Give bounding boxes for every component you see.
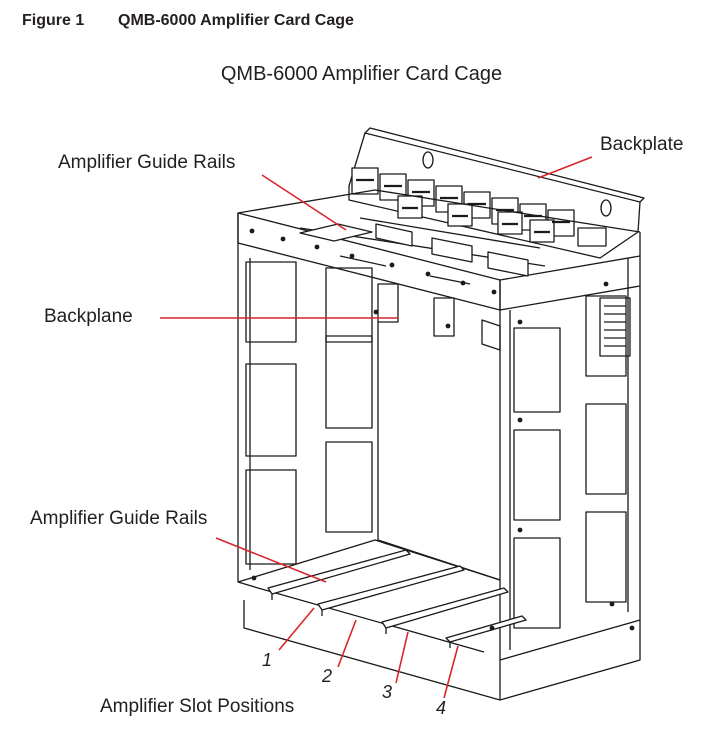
right-side-panel [481, 232, 641, 661]
leader-backplate [537, 156, 593, 179]
backplane-connectors [377, 283, 631, 357]
label-backplane: Backplane [44, 306, 133, 327]
slot-number-1: 1 [262, 650, 273, 670]
screws [249, 228, 635, 631]
leader-lines [160, 156, 593, 699]
leader-slot-4 [443, 645, 459, 699]
backplate-panel [348, 127, 645, 259]
label-bottom-guide-rails: Amplifier Guide Rails [30, 508, 208, 529]
slot-number-2: 2 [322, 666, 333, 686]
label-slot-positions: Amplifier Slot Positions [100, 696, 295, 717]
leader-slot-3 [395, 631, 409, 684]
base-frame [237, 539, 641, 701]
leader-slot-2 [337, 619, 357, 668]
label-top-guide-rails: Amplifier Guide Rails [58, 152, 236, 173]
slot-number-4: 4 [436, 698, 447, 718]
back-wall [377, 322, 501, 581]
figure-caption: Figure 1 QMB-6000 Amplifier Card Cage [22, 12, 354, 30]
leader-top-guide-rails [261, 174, 347, 231]
bottom-guide-rails [267, 549, 527, 648]
top-guide-rails [299, 223, 529, 285]
leader-bottom-guide-rails [215, 537, 327, 583]
leader-slot-1 [278, 607, 315, 651]
slot-number-3: 3 [382, 682, 393, 702]
figure-title: QMB-6000 Amplifier Card Cage [118, 12, 354, 29]
diagram-title: QMB-6000 Amplifier Card Cage [220, 63, 503, 85]
figure-number: Figure 1 [22, 12, 85, 29]
label-backplate: Backplate [600, 134, 684, 155]
